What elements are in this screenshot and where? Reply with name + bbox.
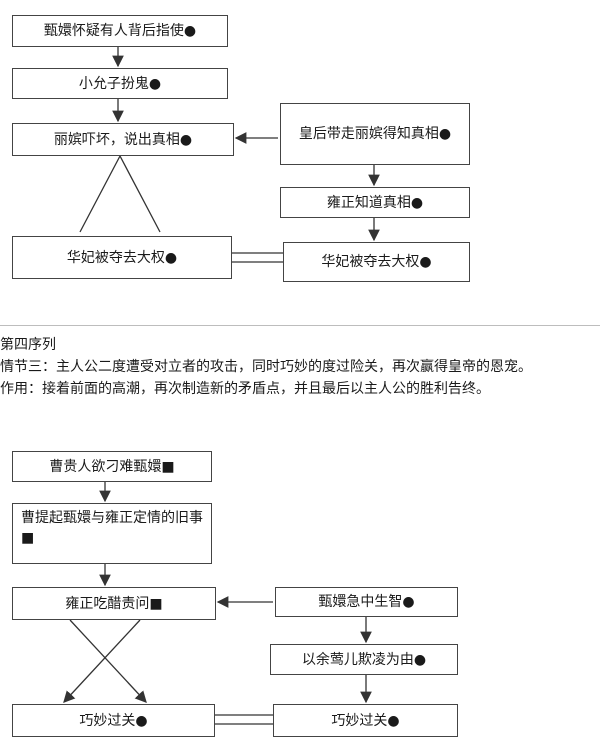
box-b2-label: 曹提起甄嬛与雍正定情的旧事■ [21, 510, 203, 546]
box-b2: 曹提起甄嬛与雍正定情的旧事■ [12, 503, 212, 564]
box-t1: 甄嬛怀疑有人背后指使● [12, 15, 228, 47]
box-t2-label: 小允子扮鬼● [78, 75, 162, 92]
cross-arrow-2 [63, 619, 141, 703]
fork-t3-t6 [79, 154, 161, 233]
box-t3: 丽嫔吓坏，说出真相● [12, 123, 234, 156]
box-t3-label: 丽嫔吓坏，说出真相● [53, 131, 193, 148]
box-b3-label: 雍正吃醋责问■ [65, 595, 163, 612]
box-t5: 雍正知道真相● [280, 187, 470, 218]
box-b1-label: 曹贵人欲刁难甄嬛■ [49, 458, 175, 475]
section-divider [0, 325, 600, 326]
box-t7: 华妃被夺去大权● [283, 242, 470, 282]
box-b3: 雍正吃醋责问■ [12, 587, 216, 620]
box-t2: 小允子扮鬼● [12, 68, 228, 99]
box-t4: 皇后带走丽嫔得知真相● [280, 103, 470, 165]
box-b6-label: 巧妙过关● [79, 712, 148, 729]
box-b7-label: 巧妙过关● [331, 712, 400, 729]
box-b1: 曹贵人欲刁难甄嬛■ [12, 451, 212, 482]
box-b4: 甄嬛急中生智● [275, 587, 458, 617]
section-plot-text: 情节三：主人公二度遭受对立者的攻击，同时巧妙的度过险关，再次赢得皇帝的恩宠。 [0, 359, 532, 375]
box-t7-label: 华妃被夺去大权● [321, 254, 432, 270]
box-t5-label: 雍正知道真相● [326, 194, 424, 211]
cross-arrow-1 [69, 619, 147, 703]
box-t6: 华妃被夺去大权● [12, 236, 232, 279]
box-b4-label: 甄嬛急中生智● [318, 594, 415, 610]
box-b6: 巧妙过关● [12, 704, 215, 737]
box-b5-label: 以余莺儿欺凌为由● [301, 651, 427, 668]
box-t6-label: 华妃被夺去大权● [66, 249, 178, 266]
box-t4-label: 皇后带走丽嫔得知真相● [298, 126, 452, 142]
box-b7: 巧妙过关● [273, 704, 458, 737]
section-function-text: 作用：接着前面的高潮，再次制造新的矛盾点，并且最后以主人公的胜利告终。 [0, 381, 490, 397]
section-heading: 第四序列 [0, 337, 56, 353]
box-b5: 以余莺儿欺凌为由● [270, 644, 458, 675]
box-t1-label: 甄嬛怀疑有人背后指使● [43, 23, 197, 39]
